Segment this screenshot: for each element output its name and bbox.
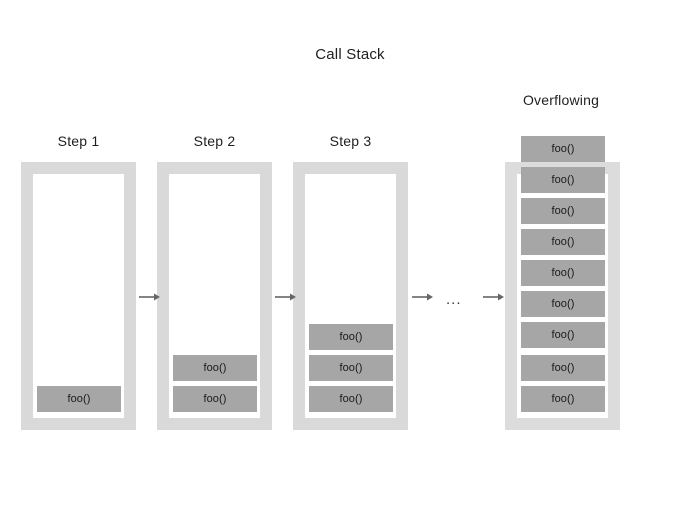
stack-frame: foo() xyxy=(521,386,605,412)
stack-frame: foo() xyxy=(309,324,393,350)
stack-frame: foo() xyxy=(521,198,605,224)
stack-frame: foo() xyxy=(521,260,605,286)
ellipsis-label: ... xyxy=(446,291,462,308)
column-title-step-3: Step 3 xyxy=(329,133,372,149)
arrow-right-icon xyxy=(139,290,161,304)
stack-frame: foo() xyxy=(521,167,605,193)
stack-frame: foo() xyxy=(309,355,393,381)
stack-frame: foo() xyxy=(521,355,605,381)
stack-frame: foo() xyxy=(521,291,605,317)
column-title-overflowing: Overflowing xyxy=(522,92,600,108)
stack-frame: foo() xyxy=(37,386,121,412)
stack-inner-step-1 xyxy=(33,174,124,418)
stack-frame: foo() xyxy=(309,386,393,412)
stack-container-step-3 xyxy=(293,162,408,430)
stack-frame: foo() xyxy=(173,386,257,412)
arrow-right-icon xyxy=(483,290,505,304)
stack-inner-step-3 xyxy=(305,174,396,418)
arrow-right-icon xyxy=(275,290,297,304)
stack-frame: foo() xyxy=(521,322,605,348)
stack-frame: foo() xyxy=(521,136,605,162)
column-title-step-1: Step 1 xyxy=(57,133,100,149)
stack-inner-step-2 xyxy=(169,174,260,418)
column-title-step-2: Step 2 xyxy=(193,133,236,149)
stack-frame: foo() xyxy=(521,229,605,255)
page-title: Call Stack xyxy=(315,46,385,63)
arrow-right-icon xyxy=(412,290,434,304)
stack-frame: foo() xyxy=(173,355,257,381)
stack-container-step-1 xyxy=(21,162,136,430)
